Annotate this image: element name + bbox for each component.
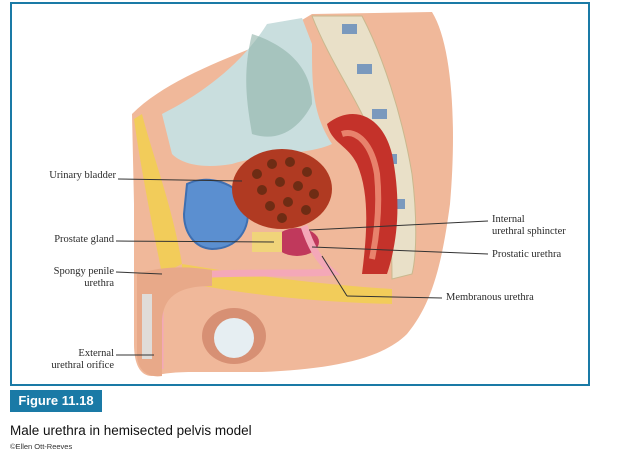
label-external-urethral-orifice: External urethral orifice (51, 348, 114, 372)
label-prostatic-urethra: Prostatic urethra (492, 249, 562, 260)
label-membranous-urethra: Membranous urethra (446, 292, 534, 303)
figure-frame: Urinary bladder Prostate gland Spongy pe… (10, 2, 590, 386)
figure-number-badge: Figure 11.18 (10, 390, 102, 412)
fat-layer-anterior (134, 114, 182, 274)
penis (137, 267, 212, 377)
label-internal-line1: Internal (492, 214, 525, 225)
label-spongy-line1: Spongy penile (53, 266, 114, 277)
label-internal-urethral-sphincter: Internal urethral sphincter (492, 214, 566, 238)
rectum (327, 114, 398, 274)
label-spongy-line2: urethra (84, 278, 114, 289)
label-prostate-gland: Prostate gland (54, 234, 114, 245)
label-spongy-penile-urethra: Spongy penile urethra (54, 266, 114, 290)
photo-credit: ©Ellen Ott-Reeves (10, 442, 73, 451)
figure-caption: Male urethra in hemisected pelvis model (10, 423, 252, 438)
pelvis-model-illustration (12, 4, 588, 384)
label-internal-line2: urethral sphincter (492, 226, 566, 237)
intestinal-region (246, 34, 312, 137)
pubic-symphysis (182, 178, 249, 251)
label-urinary-bladder: Urinary bladder (49, 170, 116, 181)
label-external-line2: urethral orifice (51, 360, 114, 371)
label-external-line1: External (78, 348, 114, 359)
